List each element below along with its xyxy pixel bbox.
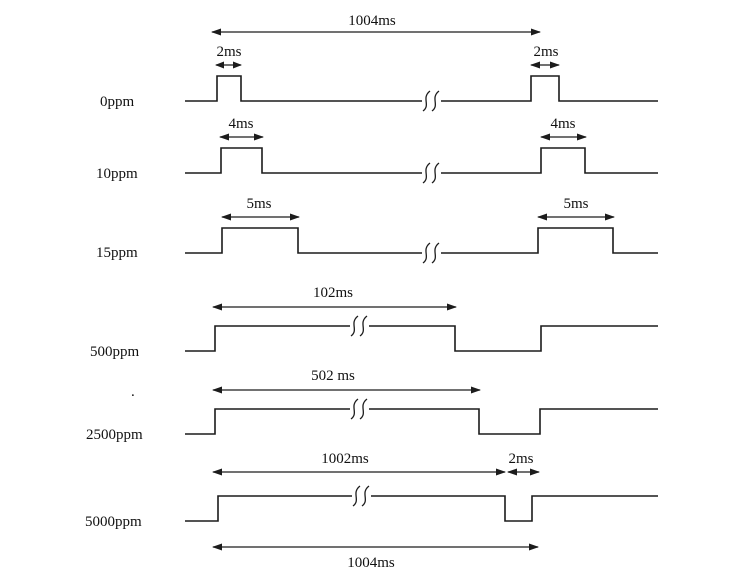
pulse-width-arrow-left-head (507, 468, 517, 476)
line-break-icon (350, 315, 359, 337)
row-label: 5000ppm (85, 514, 142, 530)
pulse-width-arrow-left-head (219, 133, 229, 141)
line-break-icon (431, 90, 440, 112)
pulse-width-arrow-left-head (215, 61, 224, 69)
line-break-icon (359, 315, 368, 337)
line-break-icon (431, 162, 440, 184)
row-label: 0ppm (100, 94, 135, 110)
period-arrow-left-head (211, 28, 221, 36)
waveform-2500ppm (185, 408, 658, 435)
pulse-width-arrow-right-head (471, 386, 481, 394)
pulse-width-label: 2ms (216, 44, 241, 60)
period-arrow-right-head (529, 543, 539, 551)
pulse-width-label: 5ms (563, 196, 588, 212)
stray-dot: . (131, 384, 135, 400)
waveform-0ppm (185, 75, 658, 102)
line-break-gap (422, 170, 441, 176)
pulse-width-arrow-left-head (221, 213, 231, 221)
row-label: 500ppm (90, 344, 140, 360)
waveform-5000ppm (185, 495, 658, 522)
pulse-width-label: 4ms (228, 116, 253, 132)
period-label: 1004ms (347, 555, 395, 571)
pulse-width-arrow-right-head (550, 61, 560, 69)
pulse-width-arrow-right-head (496, 468, 506, 476)
line-break-icon (422, 90, 431, 112)
period-arrow-left-head (212, 543, 222, 551)
waveform-500ppm (185, 325, 658, 352)
line-break-icon (431, 242, 440, 264)
period-arrow-right-head (531, 28, 541, 36)
pulse-width-label: 1002ms (321, 451, 369, 467)
pulse-width-label: 4ms (550, 116, 575, 132)
pulse-width-arrow-left-head (212, 386, 222, 394)
line-break-icon (350, 398, 359, 420)
pulse-width-arrow-left-head (530, 61, 540, 69)
pulse-width-arrow-right-head (254, 133, 264, 141)
pulse-width-label: 2ms (508, 451, 533, 467)
pulse-width-arrow-right-head (290, 213, 300, 221)
row-label: 15ppm (96, 245, 138, 261)
pulse-width-arrow-right-head (577, 133, 587, 141)
waveform-10ppm (185, 147, 658, 174)
pulse-width-arrow-right-head (605, 213, 615, 221)
line-break-icon (361, 485, 370, 507)
pulse-width-arrow-right-head (530, 468, 540, 476)
pulse-width-arrow-left-head (212, 303, 222, 311)
line-break-gap (350, 323, 369, 329)
line-break-icon (422, 242, 431, 264)
pulse-width-label: 5ms (246, 196, 271, 212)
line-break-icon (422, 162, 431, 184)
line-break-gap (352, 493, 371, 499)
line-break-gap (350, 406, 369, 412)
pulse-width-label: 102ms (313, 285, 353, 301)
pulse-width-arrow-right-head (447, 303, 457, 311)
pulse-width-label: 2ms (533, 44, 558, 60)
period-label: 1004ms (348, 13, 396, 29)
pulse-width-arrow-left-head (212, 468, 222, 476)
line-break-icon (359, 398, 368, 420)
waveform-15ppm (185, 227, 658, 254)
pulse-width-arrow-left-head (540, 133, 550, 141)
pulse-width-arrow-right-head (233, 61, 242, 69)
line-break-gap (422, 250, 441, 256)
pulse-width-arrow-left-head (537, 213, 547, 221)
line-break-gap (422, 98, 441, 104)
row-label: 2500ppm (86, 427, 143, 443)
row-label: 10ppm (96, 166, 138, 182)
pulse-width-label: 502 ms (311, 368, 355, 384)
line-break-icon (352, 485, 361, 507)
